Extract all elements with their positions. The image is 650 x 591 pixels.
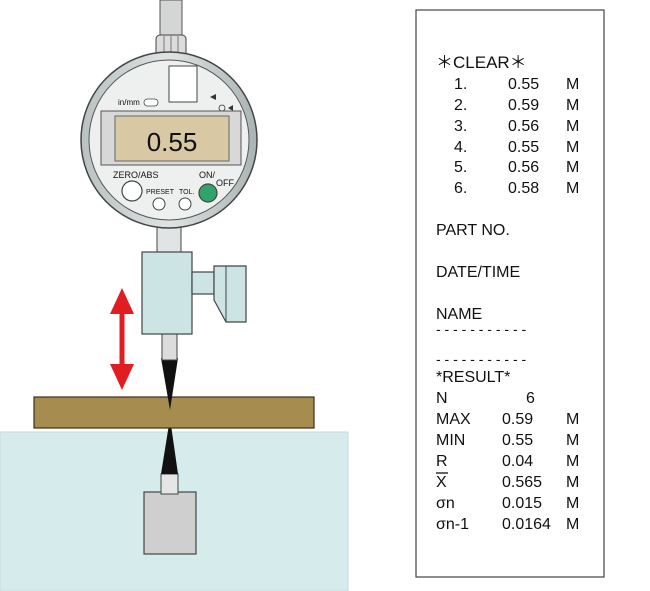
- spindle: [161, 332, 178, 361]
- result-label: N: [436, 390, 448, 407]
- workpiece-plate: [33, 396, 315, 429]
- measurement-value: 0.58: [508, 180, 539, 197]
- clamp-body: [141, 251, 193, 335]
- result-value: 0.55: [502, 432, 533, 449]
- name-label: NAME: [436, 306, 482, 323]
- result-label: R: [436, 453, 448, 470]
- dash-line: - - - - - - - - - - -: [436, 321, 527, 337]
- result-flag: M: [566, 432, 579, 449]
- anvil-block: [143, 491, 197, 555]
- measurement-flag: M: [566, 180, 579, 197]
- spindle-tip: [161, 358, 178, 410]
- zero-abs-label: ZERO/ABS: [113, 170, 159, 180]
- off-label: OFF: [216, 178, 234, 188]
- preset-label: PRESET: [146, 189, 175, 196]
- result-label: MIN: [436, 432, 465, 449]
- measurement-index: 6.: [454, 180, 467, 197]
- tol-label: TOL.: [179, 189, 194, 196]
- measurement-index: 5.: [454, 159, 467, 176]
- result-value: 0.0164: [502, 516, 551, 533]
- measurement-index: 4.: [454, 139, 467, 156]
- result-label: X: [436, 474, 447, 491]
- direction-icon: [210, 94, 216, 100]
- anvil-neck: [160, 473, 179, 495]
- anvil-tip: [161, 418, 178, 474]
- printout-ticket: ＊CLEAR＊ 1. 0.55 M 2. 0.59 M 3. 0.56 M 4.…: [415, 9, 605, 578]
- unit-switch[interactable]: [143, 98, 159, 107]
- dash-line: - - - - - - - - - - -: [436, 351, 527, 367]
- preset-button[interactable]: [152, 197, 166, 211]
- measurement-flag: M: [566, 139, 579, 156]
- date-time-label: DATE/TIME: [436, 264, 520, 281]
- result-flag: M: [566, 453, 579, 470]
- gauge-cable: [159, 0, 183, 37]
- clear-header: ＊CLEAR＊: [436, 53, 527, 72]
- clamp-screw: [191, 271, 215, 295]
- result-value: 0.04: [502, 453, 533, 470]
- measurement-index: 1.: [454, 76, 467, 93]
- result-value: 0.015: [502, 495, 542, 512]
- result-label: σn-1: [436, 516, 469, 533]
- tol-button[interactable]: [178, 197, 192, 211]
- measurement-index: 3.: [454, 118, 467, 135]
- measurement-value: 0.55: [508, 139, 539, 156]
- result-value: 6: [526, 390, 535, 407]
- gauge-window: [168, 65, 198, 103]
- result-value: 0.59: [502, 411, 533, 428]
- result-flag: M: [566, 411, 579, 428]
- zero-abs-button[interactable]: [121, 180, 143, 202]
- lcd-screen: [114, 115, 230, 162]
- power-button[interactable]: [198, 183, 218, 203]
- measurement-flag: M: [566, 97, 579, 114]
- measurement-flag: M: [566, 118, 579, 135]
- measurement-value: 0.56: [508, 159, 539, 176]
- result-flag: M: [566, 495, 579, 512]
- result-flag: M: [566, 474, 579, 491]
- measurement-flag: M: [566, 159, 579, 176]
- measurement-flag: M: [566, 76, 579, 93]
- result-value: 0.565: [502, 474, 542, 491]
- clamp-handle: [213, 265, 247, 323]
- result-label: σn: [436, 495, 455, 512]
- on-label: ON/: [199, 170, 216, 180]
- unit-switch-label: in/mm: [118, 98, 140, 107]
- result-header: *RESULT*: [436, 369, 510, 386]
- measurement-value: 0.59: [508, 97, 539, 114]
- measurement-value: 0.55: [508, 76, 539, 93]
- movement-arrow: [110, 288, 134, 390]
- measurement-index: 2.: [454, 97, 467, 114]
- part-no-label: PART NO.: [436, 222, 510, 239]
- lcd-value: 0.55: [147, 127, 198, 157]
- result-label: MAX: [436, 411, 471, 428]
- measurement-value: 0.56: [508, 118, 539, 135]
- result-flag: M: [566, 516, 579, 533]
